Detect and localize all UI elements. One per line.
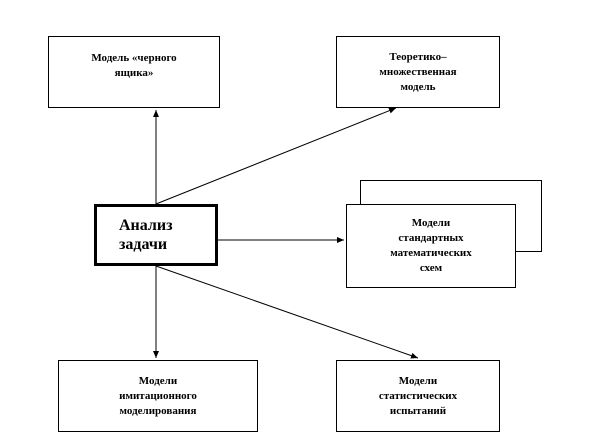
statistical-model-label: Модели статистических испытаний — [378, 374, 458, 417]
set-theory-model-node: Теоретико– множественная модель — [336, 36, 500, 108]
simulation-model-label: Модели имитационного моделирования — [119, 374, 197, 417]
task-analysis-node: Анализ задачи — [94, 204, 218, 266]
arrow-to-set-theory — [155, 107, 397, 205]
black-box-model-label: Модель «черного ящика» — [91, 52, 177, 79]
task-analysis-label: Анализ задачи — [119, 217, 173, 253]
standard-schemes-model-label: Модели стандартных математических схем — [390, 217, 472, 274]
set-theory-model-label: Теоретико– множественная модель — [379, 50, 457, 93]
statistical-model-node: Модели статистических испытаний — [336, 360, 500, 432]
standard-schemes-model-node: Модели стандартных математических схем — [346, 204, 516, 288]
simulation-model-node: Модели имитационного моделирования — [58, 360, 258, 432]
arrow-to-statistical — [155, 265, 419, 359]
black-box-model-node: Модель «черного ящика» — [48, 36, 220, 108]
